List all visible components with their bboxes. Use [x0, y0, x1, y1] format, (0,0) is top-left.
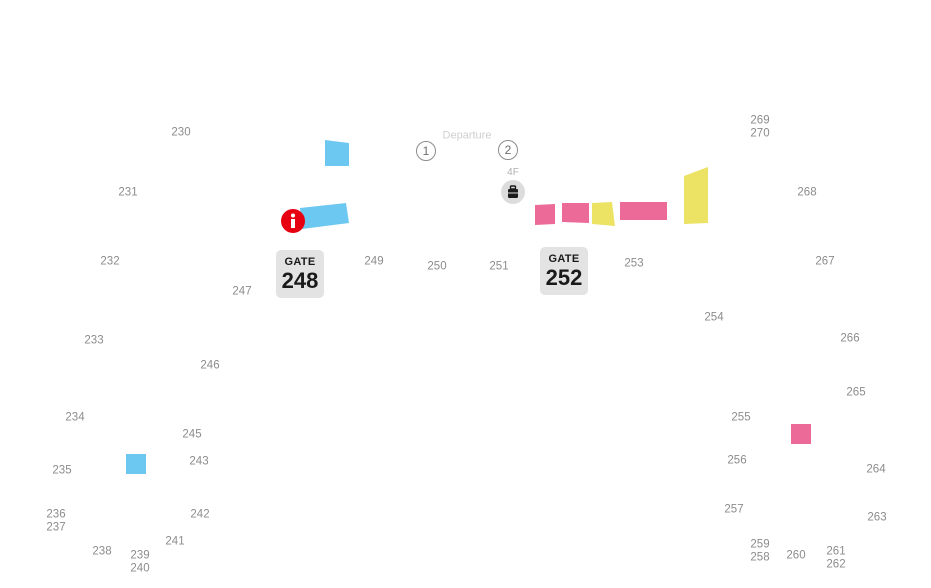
info-icon[interactable]	[281, 209, 305, 233]
zone-shape	[126, 454, 146, 474]
zone-pink-4[interactable]	[790, 423, 812, 445]
zone-cyan-1[interactable]	[324, 139, 350, 167]
gate-number-265[interactable]: 265	[846, 386, 866, 399]
gate-number-236[interactable]: 236	[46, 508, 66, 521]
gate-number: 252	[545, 264, 583, 290]
gate-number-268[interactable]: 268	[797, 186, 817, 199]
gate-number-243[interactable]: 243	[189, 455, 209, 468]
gate-number-261[interactable]: 261	[826, 545, 846, 558]
baggage-icon[interactable]	[501, 180, 525, 204]
zone-shape	[325, 140, 349, 166]
gate-number-258[interactable]: 258	[750, 551, 770, 564]
gate-number-251[interactable]: 251	[489, 260, 509, 273]
gate-number-267[interactable]: 267	[815, 255, 835, 268]
gate-label: GATE	[548, 252, 580, 265]
zone-shape	[620, 202, 667, 220]
gate-number-240[interactable]: 240	[130, 562, 150, 575]
zone-shape	[300, 203, 349, 229]
floor-label: 4F	[507, 167, 519, 178]
gate-number-254[interactable]: 254	[704, 311, 724, 324]
zone-shape	[791, 424, 811, 444]
gate-number-263[interactable]: 263	[867, 511, 887, 524]
gate-number-255[interactable]: 255	[731, 411, 751, 424]
gate-number-260[interactable]: 260	[786, 549, 806, 562]
info-glyph	[291, 213, 295, 228]
gate-number-234[interactable]: 234	[65, 411, 85, 424]
gate-number-231[interactable]: 231	[118, 186, 138, 199]
gate-number-262[interactable]: 262	[826, 558, 846, 571]
gate-number-241[interactable]: 241	[165, 535, 185, 548]
gate-number-247[interactable]: 247	[232, 285, 252, 298]
gate-248-badge[interactable]: GATE 248	[276, 250, 324, 298]
gate-label: GATE	[284, 255, 316, 268]
gate-number-235[interactable]: 235	[52, 464, 72, 477]
gate-number-246[interactable]: 246	[200, 359, 220, 372]
gate-number-233[interactable]: 233	[84, 334, 104, 347]
gate-number-238[interactable]: 238	[92, 545, 112, 558]
gate-number-266[interactable]: 266	[840, 332, 860, 345]
zone-pink-2[interactable]	[561, 202, 590, 225]
gate-number-257[interactable]: 257	[724, 503, 744, 516]
zone-shape	[592, 202, 615, 226]
zone-cyan-2[interactable]	[299, 202, 351, 230]
zone-yellow-1[interactable]	[591, 201, 616, 228]
departure-label: Departure	[442, 129, 492, 142]
gate-number-237[interactable]: 237	[46, 521, 66, 534]
gate-number-239[interactable]: 239	[130, 549, 150, 562]
zone-shape	[684, 167, 708, 224]
zone-pink-3[interactable]	[619, 201, 668, 222]
gate-number-270[interactable]: 270	[750, 127, 770, 140]
gate-number-249[interactable]: 249	[364, 255, 384, 268]
zone-shape	[535, 204, 555, 225]
gate-number-259[interactable]: 259	[750, 538, 770, 551]
gate-number-253[interactable]: 253	[624, 257, 644, 270]
gate-number-264[interactable]: 264	[866, 463, 886, 476]
gate-number-245[interactable]: 245	[182, 428, 202, 441]
zone-cyan-3[interactable]	[125, 453, 147, 475]
gate-number: 248	[281, 267, 319, 293]
zone-pink-1[interactable]	[534, 203, 556, 227]
baggage-glyph	[508, 185, 518, 198]
departure-marker-2[interactable]: 2	[498, 140, 518, 160]
departure-marker-1[interactable]: 1	[416, 141, 436, 161]
gate-number-269[interactable]: 269	[750, 114, 770, 127]
gate-number-256[interactable]: 256	[727, 454, 747, 467]
gate-252-badge[interactable]: GATE 252	[540, 247, 588, 295]
zone-shape	[562, 203, 589, 223]
zone-yellow-2[interactable]	[683, 166, 710, 225]
gate-number-232[interactable]: 232	[100, 255, 120, 268]
gate-number-230[interactable]: 230	[171, 126, 191, 139]
gate-number-242[interactable]: 242	[190, 508, 210, 521]
gate-number-250[interactable]: 250	[427, 260, 447, 273]
